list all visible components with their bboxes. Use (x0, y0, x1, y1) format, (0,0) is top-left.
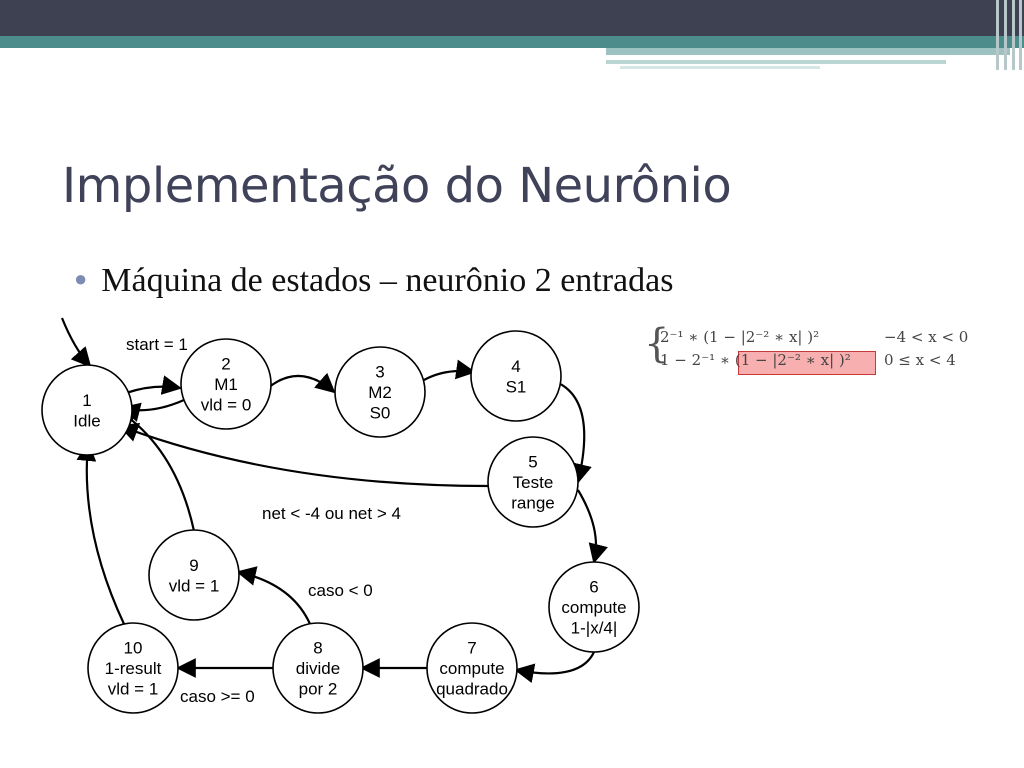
header-stripe (996, 0, 999, 70)
state-label: compute (439, 659, 504, 678)
state-label: 2 (221, 355, 230, 374)
header-stripe (1019, 0, 1022, 70)
header-band-accent (606, 60, 946, 64)
state-label: compute (561, 598, 626, 617)
start-arrow (60, 317, 92, 368)
state-label: 3 (375, 363, 384, 382)
formula-condition-2: 0 ≤ x < 4 (884, 351, 956, 369)
header-stripe (1004, 0, 1007, 70)
bullet-text: Máquina de estados – neurônio 2 entradas (101, 262, 674, 299)
state-label: Idle (73, 411, 100, 430)
edge-8-9 (236, 566, 312, 625)
state-label: 1-result (105, 659, 162, 678)
state-label: vld = 1 (108, 680, 159, 699)
state-label: por 2 (299, 680, 338, 699)
formula-block: { 2⁻¹ ∗ (1 − |2⁻² ∗ x| )² −4 < x < 0 1 −… (644, 321, 984, 375)
state-label: 1-|x/4| (571, 619, 618, 638)
state-label: Teste (513, 473, 554, 492)
edge-4-5 (553, 379, 592, 484)
transition-label-start: start = 1 (126, 335, 188, 354)
edge-5-1 (118, 422, 489, 488)
state-circle (148, 529, 240, 621)
state-label: divide (296, 659, 340, 678)
edge-3-4 (423, 359, 476, 381)
header-band (0, 36, 1024, 48)
formula-condition-1: −4 < x < 0 (884, 328, 969, 346)
state-label: M1 (214, 375, 238, 394)
brace-icon: { (644, 321, 670, 367)
state-label: quadrado (436, 680, 508, 699)
header-band-accent (620, 66, 820, 69)
state-circle (87, 622, 179, 714)
top-bar (0, 0, 1024, 36)
bullet-dot-icon: ● (74, 266, 88, 291)
state-label: 9 (189, 556, 198, 575)
state-label: 5 (528, 453, 537, 472)
header-band-accent (606, 48, 1010, 55)
state-label: M2 (368, 383, 392, 402)
transition-label-range: net < -4 ou net > 4 (262, 504, 401, 523)
header-stripe (1012, 0, 1015, 70)
state-label: 4 (511, 357, 520, 376)
state-2: 2M1 vld = 0 (180, 338, 272, 430)
state-label: 7 (467, 639, 476, 658)
state-circle (41, 364, 133, 456)
formula-row-1: 2⁻¹ ∗ (1 − |2⁻² ∗ x| )² (660, 328, 820, 346)
edge-9-1 (116, 408, 196, 532)
transition-label-caso-ge: caso >= 0 (180, 687, 255, 706)
transitions (60, 317, 608, 684)
state-label: S0 (370, 404, 391, 423)
state-circle (426, 622, 518, 714)
state-label: 1 (82, 391, 91, 410)
formula-highlight (738, 351, 876, 375)
bullet-item: ● Máquina de estados – neurônio 2 entrad… (74, 262, 673, 300)
state-label: vld = 0 (201, 396, 252, 415)
state-circle (470, 330, 562, 422)
state-label: 6 (589, 578, 598, 597)
formula-row-2: 1 − 2⁻¹ ∗ (1 − |2⁻² ∗ x| )² (660, 351, 851, 369)
edge-5-6 (577, 489, 608, 564)
state-circle (334, 346, 426, 438)
state-circle (272, 622, 364, 714)
transition-labels: start = 1 net < -4 ou net > 4 caso < 0 caso… (126, 335, 401, 706)
transition-label-caso-lt: caso < 0 (308, 581, 373, 600)
edge-10-1 (76, 441, 125, 625)
state-label: range (511, 494, 554, 513)
edge-6-7 (514, 651, 595, 684)
slide-title: Implementação do Neurônio (62, 158, 732, 214)
state-10: 101-result vld = 1 (87, 622, 179, 714)
state-circle (548, 561, 640, 653)
state-4: 4S1 (470, 330, 562, 422)
edge-2-3 (267, 372, 336, 394)
state-label: 8 (313, 639, 322, 658)
state-label: 10 (124, 639, 143, 658)
state-circle (487, 436, 579, 528)
state-label: S1 (506, 377, 527, 396)
state-circle (180, 338, 272, 430)
state-label: vld = 1 (169, 576, 220, 595)
